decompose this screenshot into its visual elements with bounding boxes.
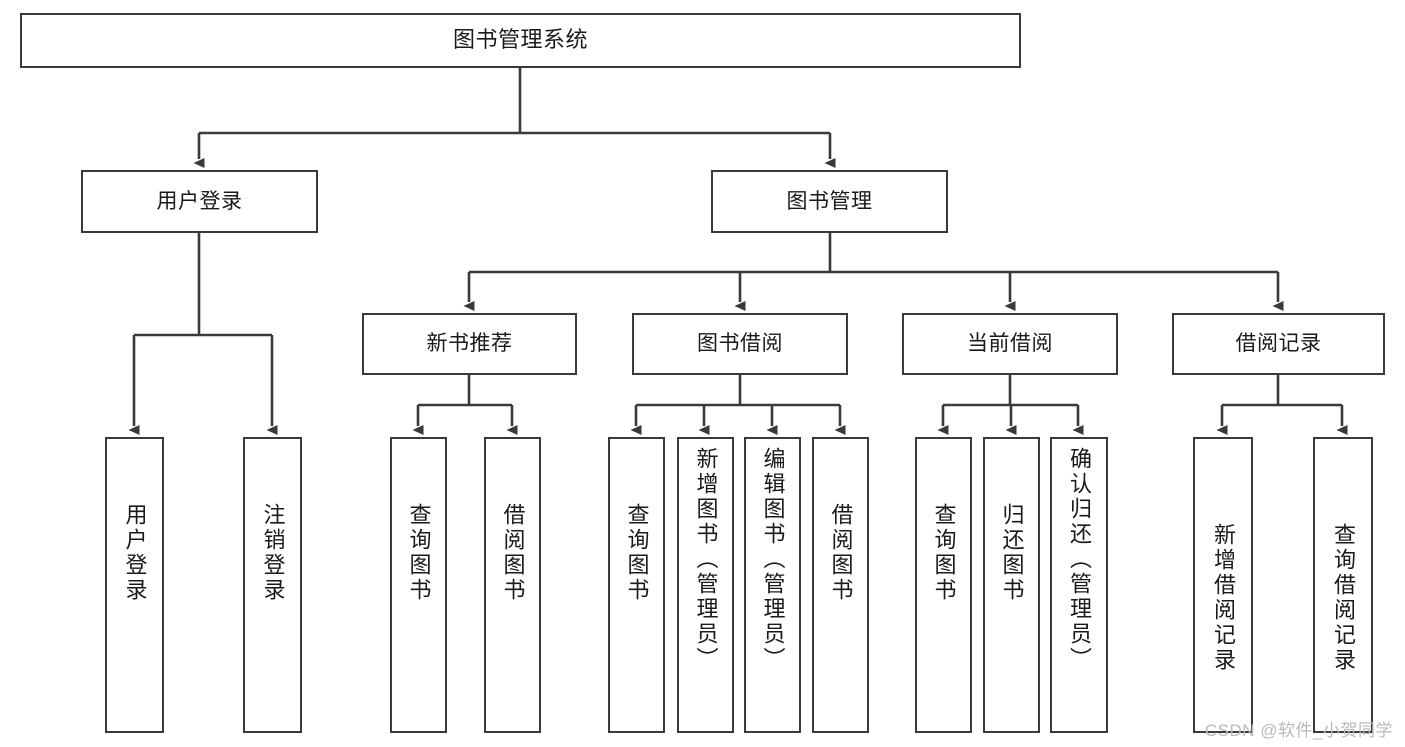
node-leaf-add-book-label: 新增图书（管理员） xyxy=(693,447,719,672)
node-leaf-return-book-label: 归还图书 xyxy=(999,503,1025,603)
node-leaf-borrow-book-1[interactable]: 借阅图书 xyxy=(484,437,541,733)
node-user-login[interactable]: 用户登录 xyxy=(81,170,318,233)
node-leaf-logout-label: 注销登录 xyxy=(260,503,286,603)
node-root[interactable]: 图书管理系统 xyxy=(20,13,1021,68)
node-new-book-rec[interactable]: 新书推荐 xyxy=(362,313,577,375)
node-leaf-edit-book[interactable]: 编辑图书（管理员） xyxy=(744,437,801,733)
node-current-borrow-label: 当前借阅 xyxy=(967,332,1053,356)
node-root-label: 图书管理系统 xyxy=(452,27,588,53)
node-leaf-borrow-book-2[interactable]: 借阅图书 xyxy=(812,437,869,733)
node-leaf-borrow-book-1-label: 借阅图书 xyxy=(500,503,526,603)
node-leaf-add-book[interactable]: 新增图书（管理员） xyxy=(677,437,734,733)
node-leaf-user-login[interactable]: 用户登录 xyxy=(105,437,164,733)
node-leaf-add-record-label: 新增借阅记录 xyxy=(1211,523,1236,673)
node-book-borrow-label: 图书借阅 xyxy=(697,332,783,356)
node-user-login-label: 用户登录 xyxy=(156,189,243,213)
node-leaf-query-record-label: 查询借阅记录 xyxy=(1331,523,1356,673)
node-leaf-borrow-book-2-label: 借阅图书 xyxy=(828,503,854,603)
node-leaf-query-book-2[interactable]: 查询图书 xyxy=(608,437,665,733)
node-leaf-query-record[interactable]: 查询借阅记录 xyxy=(1313,437,1373,733)
node-leaf-confirm-return[interactable]: 确认归还（管理员） xyxy=(1050,437,1108,733)
node-leaf-query-book-2-label: 查询图书 xyxy=(624,503,650,603)
watermark: CSDN @软件_小贺同学 xyxy=(1204,721,1393,740)
node-leaf-confirm-return-label: 确认归还（管理员） xyxy=(1067,447,1092,672)
node-leaf-user-login-label: 用户登录 xyxy=(122,503,148,603)
node-leaf-logout[interactable]: 注销登录 xyxy=(243,437,302,733)
node-leaf-query-book-3[interactable]: 查询图书 xyxy=(915,437,972,733)
node-book-manage[interactable]: 图书管理 xyxy=(711,170,948,233)
node-leaf-query-book-1[interactable]: 查询图书 xyxy=(390,437,447,733)
node-borrow-record[interactable]: 借阅记录 xyxy=(1172,313,1385,375)
node-leaf-return-book[interactable]: 归还图书 xyxy=(983,437,1040,733)
node-leaf-query-book-1-label: 查询图书 xyxy=(406,503,432,603)
node-book-borrow[interactable]: 图书借阅 xyxy=(632,313,848,375)
node-leaf-edit-book-label: 编辑图书（管理员） xyxy=(760,447,786,672)
node-current-borrow[interactable]: 当前借阅 xyxy=(902,313,1118,375)
node-new-book-rec-label: 新书推荐 xyxy=(426,332,513,356)
node-book-manage-label: 图书管理 xyxy=(786,189,873,213)
node-borrow-record-label: 借阅记录 xyxy=(1235,332,1322,356)
node-leaf-query-book-3-label: 查询图书 xyxy=(931,503,957,603)
node-leaf-add-record[interactable]: 新增借阅记录 xyxy=(1193,437,1253,733)
